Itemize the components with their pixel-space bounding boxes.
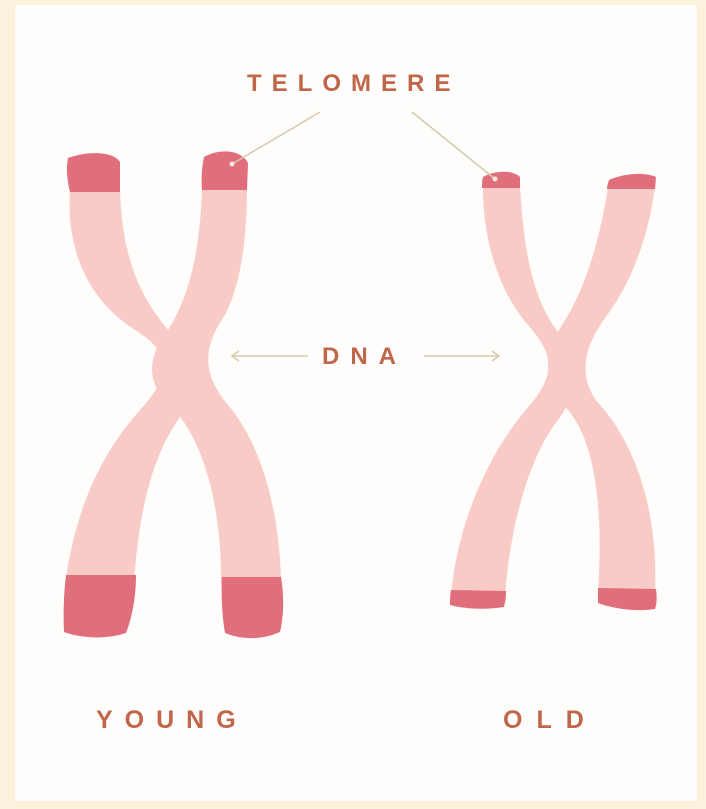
telomere-leader-left [232, 112, 320, 164]
young-telomere-bottom-right [222, 577, 284, 638]
telomere-leader-right [412, 112, 495, 179]
young-chromosome [64, 151, 284, 638]
old-telomere-top-right [607, 174, 656, 189]
young-label: YOUNG [96, 706, 248, 735]
young-telomere-bottom-left [64, 575, 136, 637]
old-label: OLD [503, 706, 598, 735]
telomere-pointer-right [493, 177, 498, 182]
old-telomere-top-left [482, 172, 520, 188]
dna-label: DNA [322, 343, 407, 371]
young-telomere-top-right [202, 151, 248, 190]
old-chromosome [450, 172, 657, 610]
old-telomere-bottom-left [450, 590, 506, 609]
old-telomere-bottom-right [598, 588, 657, 610]
dna-arrow-right [424, 351, 499, 361]
young-telomere-top-left [67, 153, 120, 192]
young-chromatid-right [152, 188, 281, 585]
old-chromatid-right [548, 187, 655, 592]
telomere-label: TELOMERE [247, 70, 460, 98]
telomere-pointer-left [230, 162, 235, 167]
dna-arrow-left [232, 351, 308, 361]
